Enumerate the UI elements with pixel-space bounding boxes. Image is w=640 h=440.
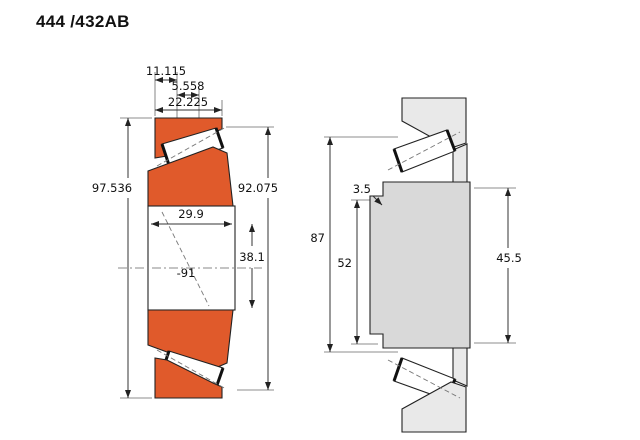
left-contact-angle-line (161, 211, 210, 307)
dim-overall-height: 97.536 (92, 181, 132, 195)
right-roller-top-cage (392, 148, 404, 173)
right-cone-body (369, 181, 471, 349)
left-cone-mid-top (147, 146, 234, 207)
dim-bore-width: 29.9 (178, 207, 204, 221)
right-cup-bottom (401, 381, 467, 433)
left-roller-top-cage (214, 127, 225, 149)
page-title: 444 /432AB (36, 12, 130, 31)
dim-outer-height: 87 (310, 231, 325, 245)
left-cone-bottom (154, 357, 223, 399)
left-dimension-lines (125, 77, 271, 398)
left-section-view: 11.115 5.558 22.225 97.536 92.075 29.9 3… (92, 64, 278, 399)
right-rib-strip-bottom (452, 347, 468, 387)
right-roller-top-cage (445, 129, 457, 152)
dim-top-mid: 5.558 (172, 79, 205, 93)
dim-inner-height: 52 (337, 256, 352, 270)
dim-top-outer: 11.115 (146, 64, 186, 78)
dim-rib-width: 3.5 (353, 182, 371, 196)
dim-cup-height: 92.075 (238, 181, 278, 195)
right-extension-lines (324, 136, 516, 353)
right-roller-bottom-cage (392, 357, 404, 382)
right-roller-axis-bottom (387, 359, 461, 399)
right-dimension-lines (327, 137, 511, 352)
left-roller-axis-top (156, 126, 227, 167)
dim-inner-height: 38.1 (239, 250, 265, 264)
left-roller-top-cage (160, 143, 171, 166)
left-roller-axis-bottom (156, 349, 227, 390)
right-section-view: 87 52 3.5 45.5 (310, 97, 522, 433)
dim-ref-mark: -91 (177, 266, 196, 280)
left-bore-body (147, 205, 236, 311)
dim-section-width: 45.5 (496, 251, 522, 265)
right-roller-axis-top (387, 131, 461, 171)
dim-top-inner: 22.225 (168, 95, 208, 109)
